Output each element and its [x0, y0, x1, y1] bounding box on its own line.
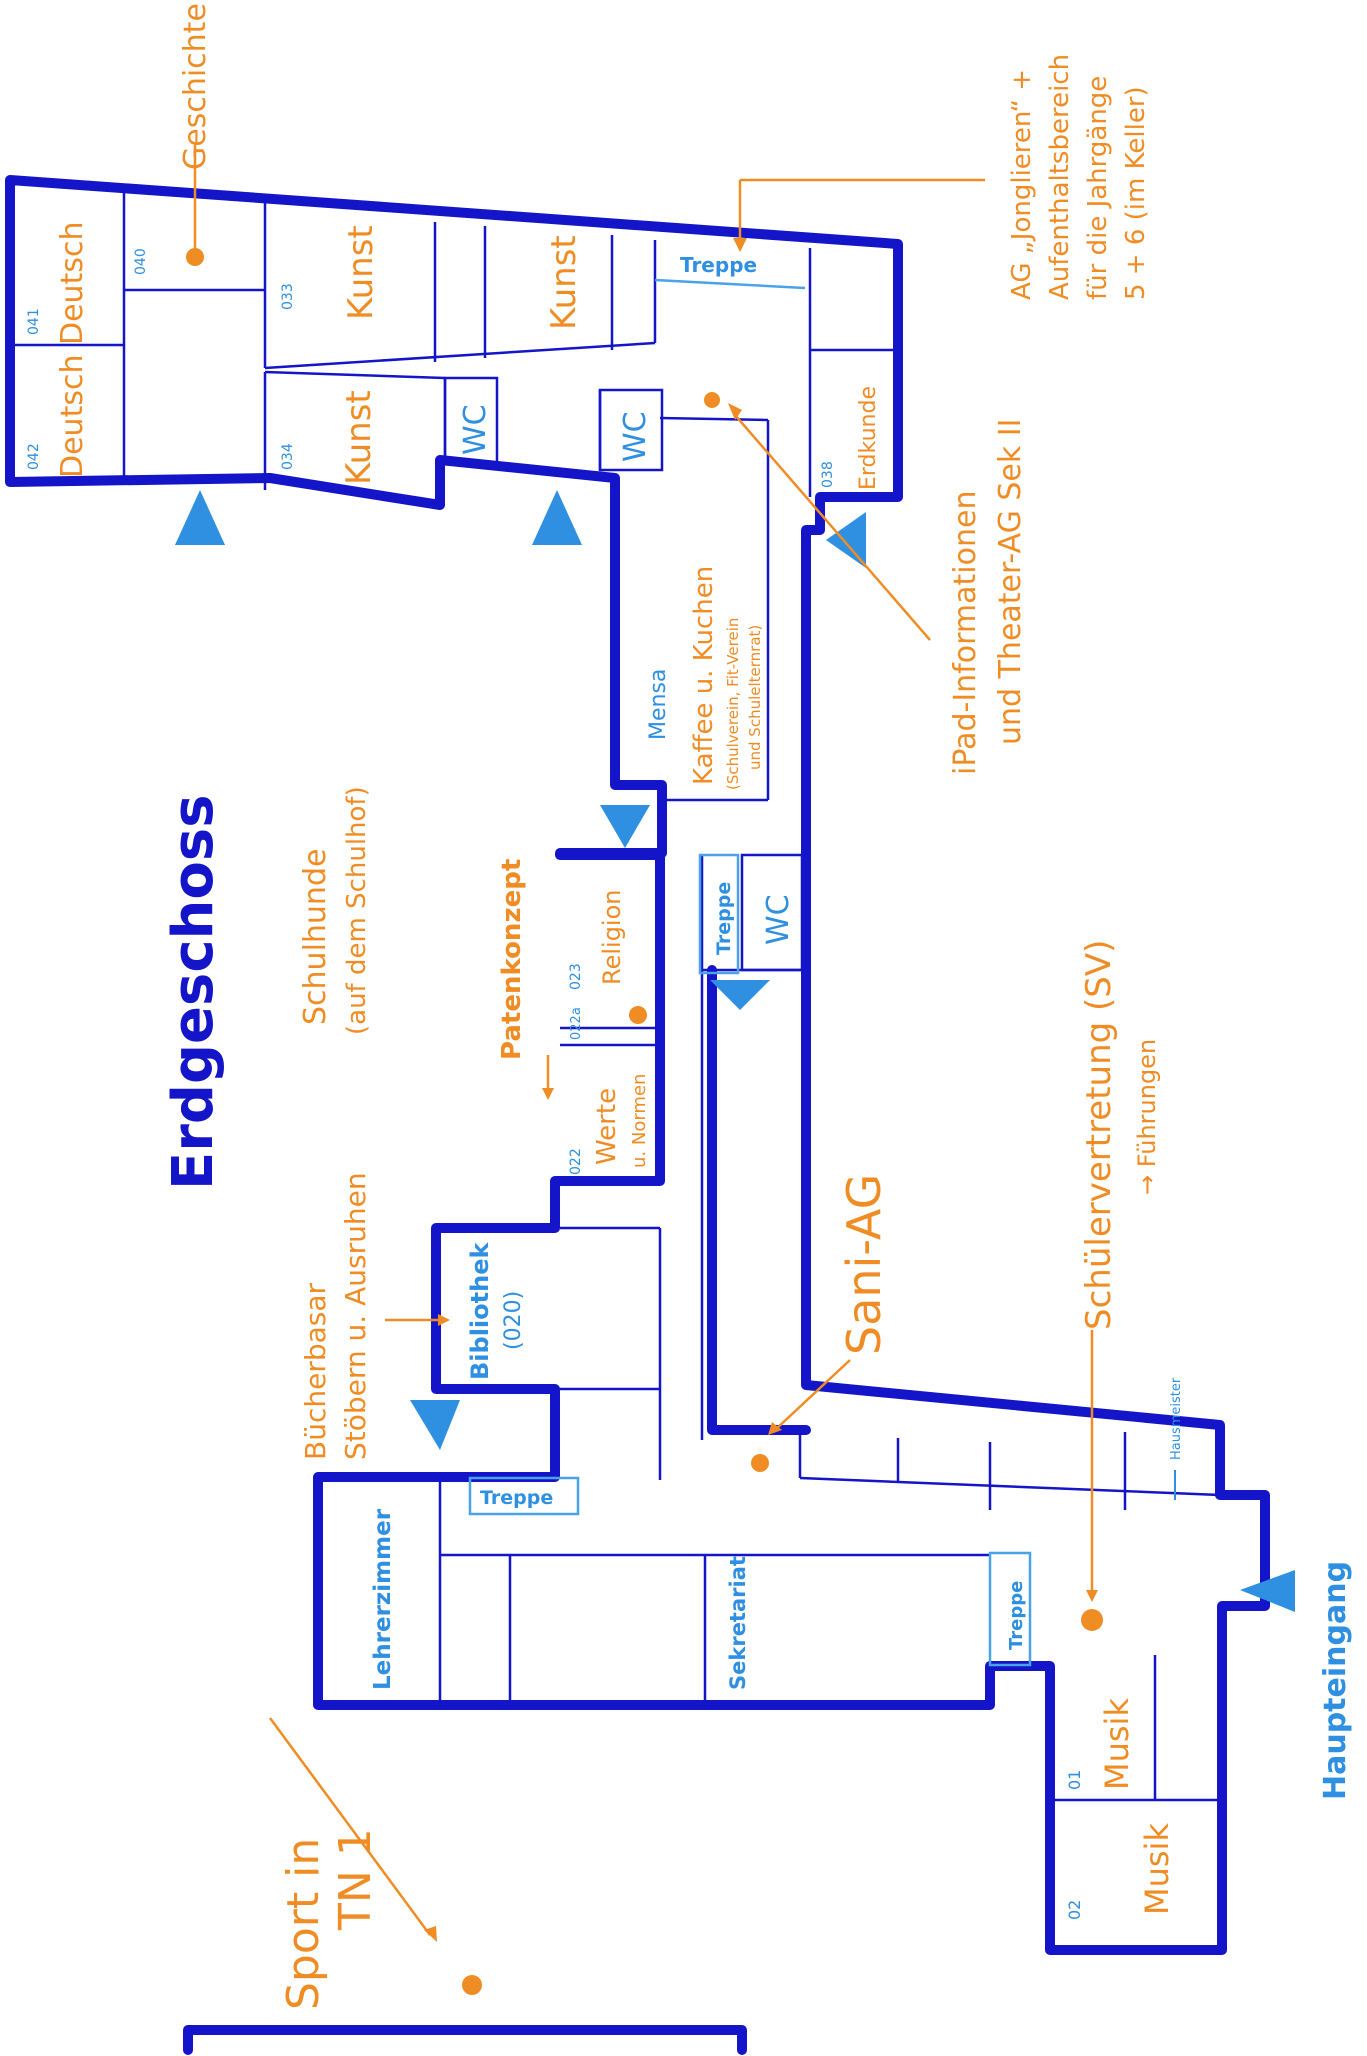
wc-mensa-north — [598, 388, 664, 472]
hausmeister-label: Hausmeister — [1169, 1377, 1184, 1460]
entrance-markers — [175, 490, 1295, 1612]
mensa-event-label: Kaffee u. Kuchen — [689, 566, 719, 785]
wc-mensa-south — [740, 853, 804, 972]
dot-sport — [462, 1975, 482, 1995]
room-label-01: Musik — [1098, 1698, 1136, 1790]
room-number-023: 023 — [568, 963, 584, 990]
annotation-buecherbasar-line1: Bücherbasar — [299, 1282, 332, 1460]
annotation-schulhunde-line2: (auf dem Schulhof) — [342, 786, 372, 1035]
dot-sv — [1081, 1609, 1103, 1631]
entrance-marker — [710, 980, 770, 1010]
lehrerzimmer-label: Lehrerzimmer — [370, 1508, 396, 1690]
annotation-sani-ag: Sani-AG — [837, 1174, 891, 1355]
main-entrance-marker — [1240, 1570, 1295, 1612]
annotation-ag-line4: 5 + 6 (im Keller) — [1121, 86, 1151, 300]
annotation-ipad-line1: iPad-Informationen — [948, 491, 983, 775]
stair-label-lehrerzimmer: Treppe — [480, 1487, 553, 1509]
page-title: Erdgeschoss — [161, 794, 226, 1190]
annotation-ipad-line2: und Theater-AG Sek II — [993, 419, 1028, 745]
dot-ipad — [704, 392, 720, 408]
stairwell-sekretariat — [988, 1551, 1032, 1667]
annotation-buecherbasar-line2: Stöbern u. Ausruhen — [339, 1172, 372, 1460]
stair-label-north: Treppe — [680, 253, 757, 277]
room-number-01: 01 — [1065, 1770, 1084, 1790]
annotation-sv-line1: Schülervertretung (SV) — [1079, 940, 1119, 1330]
dot-geschichte — [186, 248, 204, 266]
sekretariat-label: Sekretariat — [726, 1556, 750, 1690]
room-label-02: Musik — [1138, 1823, 1176, 1915]
stair-label-mensa: Treppe — [713, 882, 735, 955]
room-label-022-line2: u. Normen — [629, 1074, 650, 1168]
room-label-kunst-east: Kunst — [544, 235, 584, 330]
annotation-patenkonzept: Patenkonzept — [497, 859, 527, 1060]
room-labels: 042 Deutsch 041 Deutsch 040 034 Kunst 03… — [26, 222, 1184, 1920]
room-label-022-line1: Werte — [592, 1088, 622, 1165]
mensa-note-1: (Schulverein, Fit-Verein — [724, 618, 742, 790]
room-number-033: 033 — [280, 283, 296, 310]
mensa-label: Mensa — [646, 669, 671, 740]
room-label-034: Kunst — [339, 390, 379, 485]
room-label-041: Deutsch — [55, 222, 90, 345]
stair-label-sekretariat: Treppe — [1006, 1581, 1027, 1650]
room-number-041: 041 — [26, 308, 42, 335]
entrance-marker — [600, 805, 650, 848]
dot-sani-ag — [751, 1454, 769, 1472]
wc-label-mensa-north: WC — [618, 411, 653, 462]
wc-label-north: WC — [458, 404, 493, 455]
stairwell-lehrerzimmer — [468, 1476, 580, 1516]
room-label-042: Deutsch — [55, 355, 90, 478]
dot-patenkonzept — [629, 1006, 647, 1024]
annotation-pointers — [193, 145, 1098, 1942]
room-number-022: 022 — [568, 1148, 584, 1175]
room-label-023: Religion — [598, 890, 626, 986]
room-number-038: 038 — [820, 461, 836, 488]
annotation-sv-line2: → Führungen — [1133, 1039, 1161, 1195]
annotations: Geschichte AG „Jonglieren“ + Aufenthalts… — [178, 3, 1161, 2010]
annotation-ag-line1: AG „Jonglieren“ + — [1007, 69, 1037, 300]
mensa-note-2: und Schulelternrat) — [746, 625, 764, 770]
annotation-sport-line2: TN 1 — [330, 1828, 381, 1931]
room-label-038: Erdkunde — [856, 386, 881, 490]
stairs-and-wc — [443, 278, 1032, 1667]
annotation-schulhunde-line1: Schulhunde — [298, 849, 333, 1025]
bibliothek-number: (020) — [501, 1291, 526, 1350]
annotation-sport-line1: Sport in — [278, 1838, 329, 2010]
annotation-ag-line2: Aufenthaltsbereich — [1045, 54, 1075, 300]
entrance-marker — [410, 1400, 460, 1450]
room-number-02: 02 — [1065, 1900, 1084, 1920]
annotation-ag-line3: für die Jahrgänge — [1083, 76, 1113, 300]
room-number-042: 042 — [26, 443, 42, 470]
wc-north — [443, 376, 499, 465]
entrance-marker — [532, 490, 582, 545]
annotation-geschichte: Geschichte — [178, 3, 213, 170]
main-entrance-label: Haupteingang — [1318, 1561, 1353, 1800]
wc-label-mensa-south: WC — [761, 894, 796, 945]
room-label-033: Kunst — [341, 225, 381, 320]
room-number-034: 034 — [280, 443, 296, 470]
bibliothek-label: Bibliothek — [466, 1242, 494, 1380]
room-number-040: 040 — [133, 248, 149, 275]
entrance-marker — [175, 490, 225, 545]
stairwell-mensa — [698, 853, 740, 975]
annotation-dots — [186, 248, 1103, 1995]
room-number-022a: 022a — [569, 1007, 584, 1040]
